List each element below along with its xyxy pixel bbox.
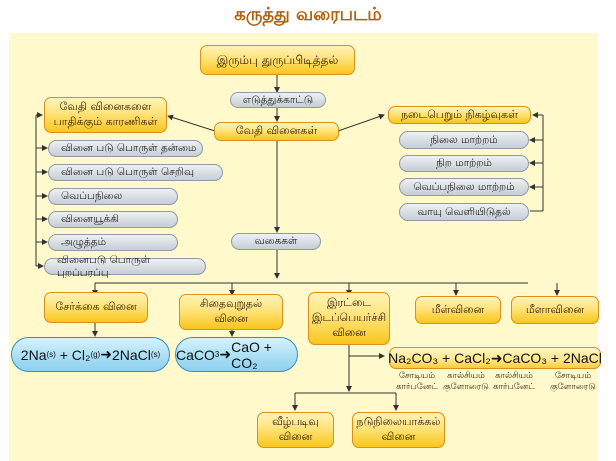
observation-item: வாயு வெளியிடுதல்: [399, 203, 529, 221]
node-double-displacement-reaction: இரட்டை இடப்பெயர்ச்சி வினை: [308, 292, 390, 345]
factors-line2: பாதிக்கும் காரணிகள்: [53, 115, 158, 128]
neutralization-line1: நடுநிலையாக்கல்: [356, 415, 441, 429]
node-combination-reaction: சேர்க்கை வினை: [44, 292, 148, 323]
node-precipitation-reaction: வீழ்படிவு வினை: [257, 412, 334, 448]
label-line: கால்சியம்: [447, 371, 485, 381]
double-displacement-line3: வினை: [332, 325, 366, 339]
precipitation-line2: வினை: [278, 430, 313, 443]
eq-state: (s): [46, 350, 56, 359]
factors-line1: வேதி வினைகளை: [59, 100, 152, 114]
page-title: கருத்து வரைபடம்: [234, 4, 382, 25]
neutralization-line2: வினை: [381, 430, 416, 443]
label-line: கார்பனேட்: [493, 382, 535, 393]
decomposition-line1: சிதைவுறுதல்: [199, 297, 263, 311]
node-neutralization-reaction: நடுநிலையாக்கல் வினை: [352, 412, 445, 448]
equation-label: கால்சியம் கார்பனேட்: [489, 371, 539, 393]
equation-label: சோடியம் குளோரைடு: [545, 371, 601, 393]
node-factors: வேதி வினைகளை பாதிக்கும் காரணிகள்: [44, 97, 167, 133]
decomposition-line2: வினை: [214, 312, 248, 325]
node-reversible-reaction: மீள்வினை: [415, 296, 501, 324]
eq-plus: +: [59, 346, 68, 363]
label-line: சோடியம்: [554, 371, 592, 381]
node-rusting-of-iron: இரும்பு துருப்பிடித்தல்: [200, 45, 355, 75]
node-types: வகைகள்: [231, 233, 321, 250]
node-decomposition-reaction: சிதைவுறுதல் வினை: [179, 294, 283, 330]
factor-item: வினை படு பொருள் செறிவு: [48, 164, 223, 181]
factor-item: அழுத்தம்: [48, 234, 178, 251]
eq-term: Na₂CO₃: [388, 350, 439, 366]
label-line: கார்பனேட்: [396, 382, 438, 393]
equation-label: கால்சியம் குளோரைடு: [441, 371, 491, 393]
node-chemical-reactions: வேதி வினைகள்: [214, 122, 339, 141]
connector: [167, 114, 216, 132]
eq-term: 2NaCl: [563, 350, 602, 366]
arrow-icon: ➜: [100, 346, 112, 362]
eq-term: CaCl₂: [454, 350, 491, 366]
equation-label: சோடியம் கார்பனேட்: [392, 371, 442, 393]
arrow-icon: ➜: [490, 349, 503, 366]
eq-state: (s): [150, 350, 161, 359]
label-line: குளோரைடு: [550, 382, 596, 393]
observation-item: நிலை மாற்றம்: [399, 131, 529, 149]
eq-term: Cl₂: [71, 346, 91, 363]
eq-sub: 3: [214, 350, 220, 359]
double-displacement-line2: இடப்பெயர்ச்சி: [311, 311, 387, 325]
node-observations: நடைபெறும் நிகழ்வுகள்: [388, 106, 531, 124]
precipitation-line1: வீழ்படிவு: [272, 415, 319, 429]
double-displacement-line1: இரட்டை: [326, 296, 372, 310]
eq-term: 2Na: [20, 346, 47, 363]
label-line: குளோரைடு: [443, 382, 489, 393]
label-line: கால்சியம்: [495, 371, 533, 381]
eq-term: CaO + CO₂: [231, 338, 272, 371]
eq-term: CaCO: [176, 346, 215, 363]
eq-state: (g): [90, 350, 101, 359]
eq-term: 2NaCl: [111, 346, 151, 363]
factor-item: வினை படு பொருள் தன்மை: [48, 140, 203, 157]
equation-double-displacement: Na₂CO₃ + CaCl₂➜CaCO₃ + 2NaCl: [388, 347, 602, 369]
eq-plus: +: [550, 350, 560, 366]
eq-term: CaCO₃: [502, 350, 548, 366]
factor-item: வினைபடு பொருள் புறப்பரப்பு: [44, 254, 206, 279]
label-line: சோடியம்: [398, 371, 436, 381]
node-irreversible-reaction: மீளாவினை: [511, 296, 599, 324]
observation-item: நிற மாற்றம்: [399, 155, 529, 172]
eq-plus: +: [442, 350, 451, 366]
equation-combination: 2Na(s) + Cl₂(g)➜2NaCl(s): [11, 337, 170, 372]
arrow-icon: ➜: [219, 346, 232, 362]
connector: [337, 113, 385, 132]
factor-item: வெப்பநிலை: [48, 188, 178, 205]
node-example: எடுத்துக்காட்டு: [230, 92, 326, 108]
observation-item: வெப்பநிலை மாற்றம்: [399, 178, 529, 196]
factor-item: வினையூக்கி: [48, 211, 178, 228]
